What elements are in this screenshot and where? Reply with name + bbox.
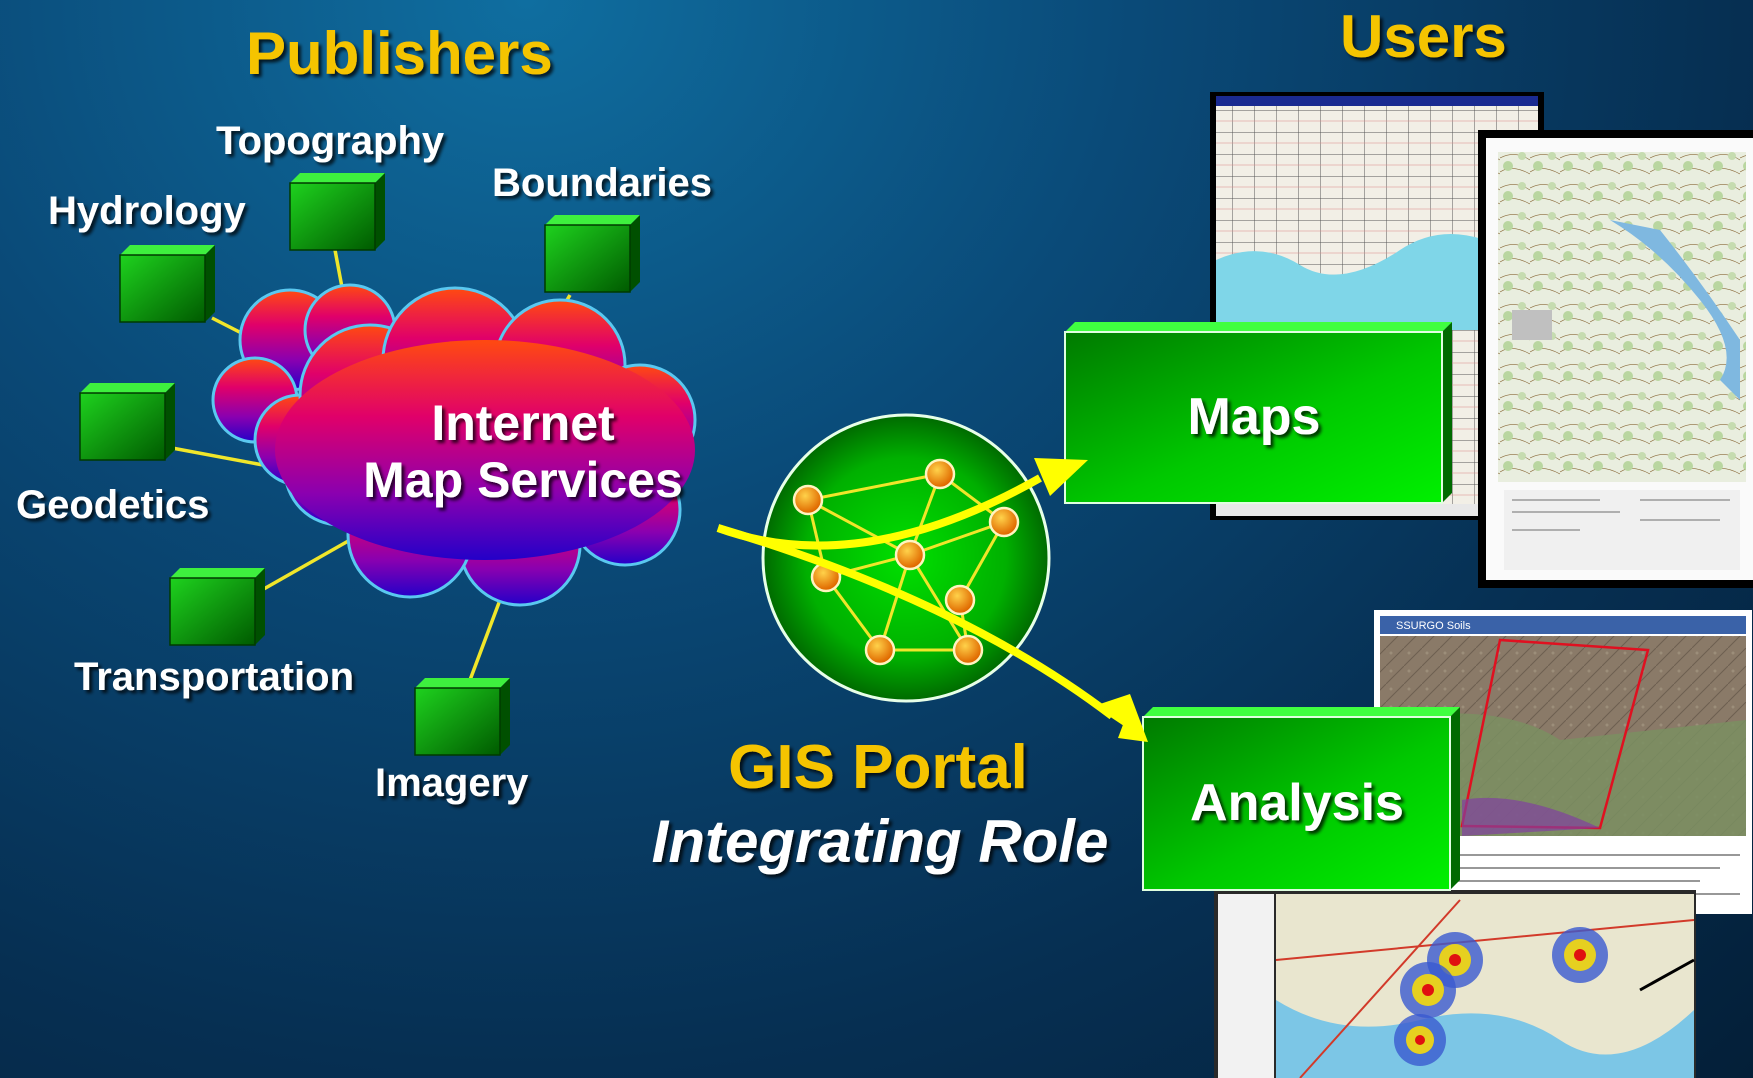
portal-heading: GIS Portal (728, 733, 1028, 802)
topography-label: Topography (216, 119, 445, 163)
publishers-heading: Publishers (246, 20, 553, 87)
hydrology-label: Hydrology (48, 189, 247, 233)
boundaries-label: Boundaries (492, 161, 712, 205)
hydrology-cube (119, 245, 215, 323)
cloud-label-line2: Map Services (363, 452, 683, 508)
map-thumbnail-topo (1478, 130, 1753, 588)
analysis-map-thumbnail (1214, 890, 1696, 1078)
transportation-label: Transportation (74, 655, 354, 699)
cloud-label-line1: Internet (431, 395, 615, 451)
analysis-label: Analysis (1190, 774, 1404, 832)
soils-title: SSURGO Soils (1396, 620, 1471, 632)
topography-cube (289, 173, 385, 251)
flow-arrows (716, 458, 1148, 742)
imagery-cube (414, 678, 510, 756)
portal-subheading: Integrating Role (652, 808, 1109, 875)
internet-map-services-cloud: Internet Map Services (211, 283, 697, 607)
analysis-box: Analysis (1142, 707, 1460, 891)
geodetics-label: Geodetics (16, 483, 209, 527)
maps-box: Maps (1064, 322, 1452, 504)
imagery-label: Imagery (375, 761, 529, 805)
transportation-cube (169, 568, 265, 646)
boundaries-cube (544, 215, 640, 293)
geodetics-cube (79, 383, 175, 461)
users-heading: Users (1340, 3, 1507, 70)
maps-label: Maps (1188, 388, 1321, 446)
